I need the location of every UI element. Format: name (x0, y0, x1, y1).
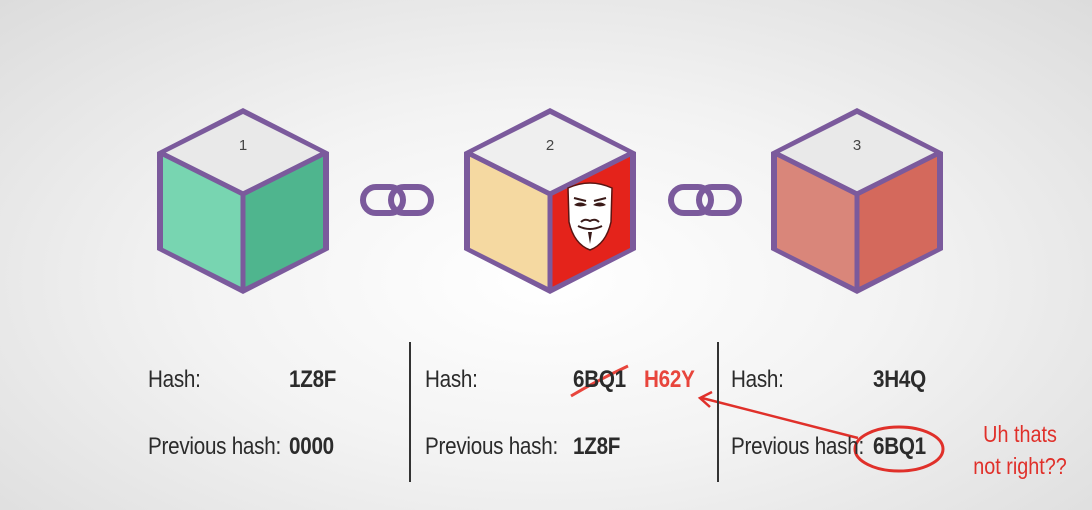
highlight-circle (853, 425, 945, 473)
block-3-hash-label: Hash: (731, 366, 784, 393)
arrow-head-icon (697, 390, 713, 408)
strikethrough-mark (570, 364, 629, 398)
block-3-number: 3 (853, 137, 861, 154)
anonymous-mask-icon (567, 182, 613, 251)
block-1-number: 1 (239, 137, 247, 154)
block-1-prev-value: 0000 (289, 433, 334, 460)
column-divider (717, 342, 719, 482)
block-3-prev-value: 6BQ1 (873, 433, 926, 460)
block-1-prev-label: Previous hash: (148, 433, 281, 460)
block-2-old-hash-value: 6BQ1 (573, 366, 626, 393)
block-2-prev-label: Previous hash: (425, 433, 558, 460)
annotation-line-2: not right?? (973, 453, 1067, 479)
block-3-prev-label: Previous hash: (731, 433, 864, 460)
block-2-prev-value: 1Z8F (573, 433, 621, 460)
block-3-cube: 3 (771, 108, 943, 294)
block-2-hash-label: Hash: (425, 366, 478, 393)
block-2-cube: 2 (464, 108, 636, 294)
annotation-note: Uh thats not right?? (964, 418, 1076, 482)
annotation-line-1: Uh thats (983, 421, 1057, 447)
block-1-cube: 1 (157, 108, 329, 294)
block-3-hash-value: 3H4Q (873, 366, 926, 393)
block-2-new-hash-value: H62Y (644, 366, 695, 393)
block-1-hash-value: 1Z8F (289, 366, 337, 393)
block-1-hash-label: Hash: (148, 366, 201, 393)
block-2-number: 2 (546, 137, 554, 154)
chain-link-icon (360, 184, 434, 216)
annotation-arrow (701, 396, 859, 440)
column-divider (409, 342, 411, 482)
chain-link-icon (668, 184, 742, 216)
